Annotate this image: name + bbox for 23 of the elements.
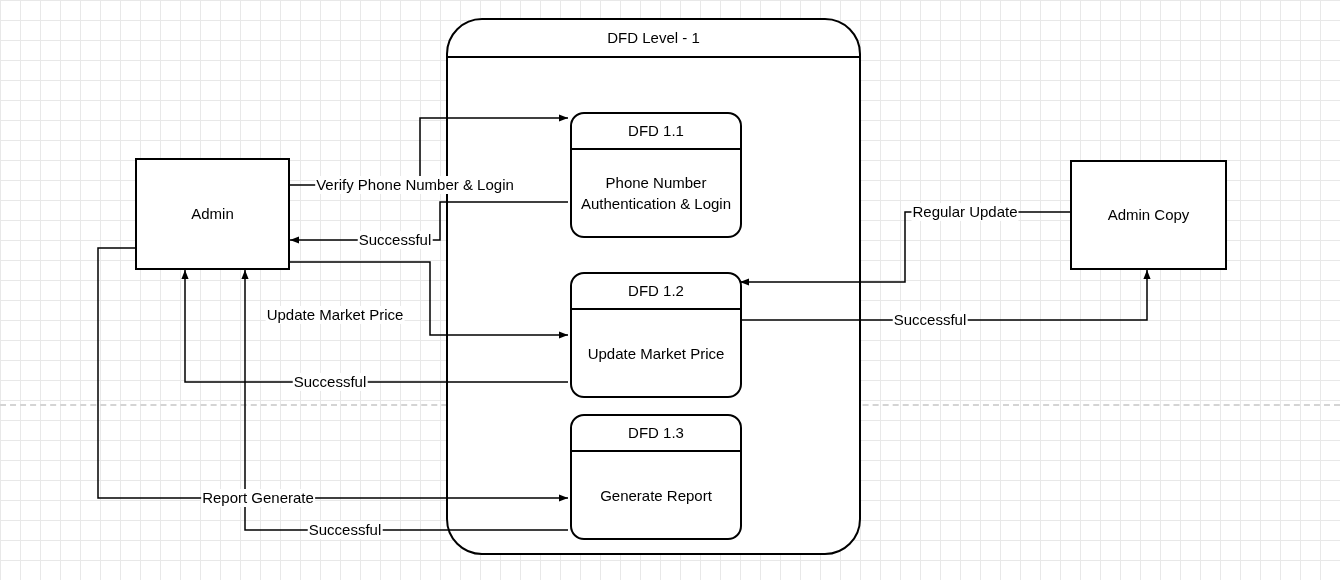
external-entity-box (135, 158, 290, 270)
edge-label: Report Generate (201, 489, 315, 507)
process-id: DFD 1.2 (628, 280, 684, 301)
entity-name: Admin Copy (1107, 204, 1190, 225)
edge-label: Successful (357, 231, 433, 249)
process-box (570, 112, 742, 238)
edge-label: Successful (307, 521, 383, 539)
process-name: Generate Report (600, 485, 712, 506)
process-box (570, 272, 742, 398)
process-name: Phone Number Authentication & Login (580, 173, 732, 214)
edge-label: Successful (892, 311, 968, 329)
edge-label: Verify Phone Number & Login (315, 176, 515, 194)
process-name: Update Market Price (587, 343, 725, 364)
flow-arrow (289, 261, 569, 339)
edge-label: Update Market Price (265, 306, 405, 324)
process-box (570, 414, 742, 540)
process-id: DFD 1.1 (628, 120, 684, 141)
group-title: DFD Level - 1 (607, 27, 700, 48)
edge-label: Regular Update (911, 203, 1019, 221)
process-id: DFD 1.3 (628, 422, 684, 443)
edge-label: Successful (292, 373, 368, 391)
external-entity-box (1070, 160, 1227, 270)
entity-name: Admin (191, 203, 234, 224)
